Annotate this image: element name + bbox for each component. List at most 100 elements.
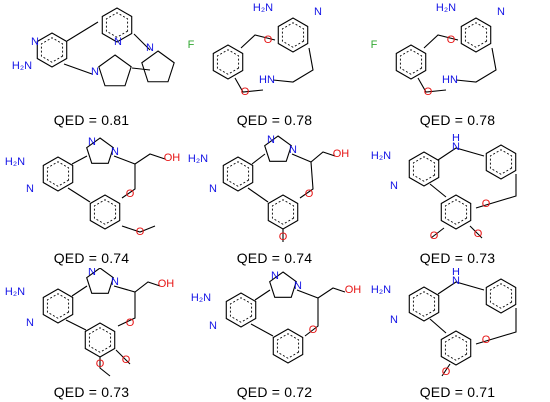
- n-bond-2: [63, 63, 93, 75]
- pyrazole-bond: [251, 153, 266, 165]
- qed-score-label: QED = 0.78: [419, 112, 496, 128]
- phenyl-ring-aromatic: [276, 333, 300, 359]
- ether-bridge: [423, 34, 459, 49]
- amine-label: H₂N: [5, 156, 25, 168]
- pyridine-n-label: N: [31, 36, 39, 48]
- amine-nh-label: HN: [442, 74, 458, 86]
- pyridine-n-label: N: [26, 183, 34, 195]
- oxy-linker: [234, 77, 264, 93]
- hydroxyl-label: OH: [164, 152, 181, 164]
- ether-chain: [299, 161, 314, 199]
- nh-label: N: [452, 141, 460, 153]
- pyrazole-ring: [264, 135, 292, 162]
- aminopyridine-ring: [408, 286, 440, 322]
- aminopyridine-ring: [42, 156, 74, 192]
- aminopyridine-ring-aromatic: [46, 161, 70, 187]
- amine-label: H₂N: [436, 2, 456, 14]
- fluorine-label: F: [188, 39, 195, 51]
- methoxyphenyl-ring-aromatic: [444, 335, 468, 361]
- methoxy-bond: [121, 225, 156, 233]
- biaryl-bond: [429, 318, 447, 334]
- pyrazole-ring: [269, 271, 297, 298]
- amine-label: H₂N: [5, 286, 25, 298]
- fluorophenyl-ring: [212, 44, 244, 80]
- phenyl-ring-aromatic: [489, 149, 513, 175]
- dimethoxyphenyl-ring: [440, 194, 472, 230]
- methoxy-o2-label: O: [474, 228, 483, 240]
- methoxyphenyl-ring: [440, 330, 472, 366]
- aminopyridine-ring-aromatic: [464, 22, 488, 48]
- ether-bridge: [240, 34, 276, 49]
- methoxyphenyl-ring-aromatic: [93, 199, 117, 225]
- aminopyridine-ring-aromatic: [412, 291, 436, 317]
- methoxy-o-label: O: [442, 366, 451, 378]
- pyrazole-n1-label: N: [267, 134, 275, 146]
- ether-o-label: O: [482, 334, 491, 346]
- methoxy-o-label: O: [136, 226, 145, 238]
- hydroxy-chain: [113, 281, 161, 293]
- qed-score-label: QED = 0.73: [53, 384, 130, 400]
- amine-label: H₂N: [371, 150, 391, 162]
- aminopyridine-ring-aromatic: [281, 22, 305, 48]
- qed-score-label: QED = 0.72: [236, 384, 313, 400]
- nh-label: N: [452, 275, 460, 287]
- amine-linker: [455, 47, 497, 83]
- ether-o-label: O: [126, 317, 135, 329]
- pyrazole-bond: [71, 155, 88, 165]
- pyrazole-ring: [86, 268, 114, 294]
- pyrazole-bond: [254, 289, 271, 301]
- oxy-linker: [417, 77, 447, 93]
- aminopyridine-ring-aromatic: [229, 297, 253, 323]
- aminopyridine-ring: [225, 292, 257, 328]
- methoxy-o1-label: O: [430, 230, 439, 242]
- pyrazole-ring: [86, 137, 114, 164]
- ether-o-label: O: [482, 198, 491, 210]
- ether-o-label: O: [264, 34, 273, 46]
- biaryl-bond: [250, 323, 274, 337]
- ether-o-label: O: [305, 188, 314, 200]
- pyridine-n2-label: N: [114, 36, 122, 48]
- ether-chain: [475, 174, 517, 209]
- methoxy-bond-1: [99, 357, 111, 377]
- ether-chain: [117, 292, 136, 327]
- biaryl-bond: [247, 187, 269, 203]
- phenyl-ring: [272, 328, 304, 364]
- central-pyridine-ring: [101, 7, 133, 43]
- aminopyridine-ring: [222, 156, 254, 192]
- hydroxyl-label: OH: [345, 284, 362, 296]
- nh-h-label: H: [452, 134, 460, 144]
- n-bond: [133, 33, 151, 51]
- pyrazole-n2-label: N: [289, 144, 297, 156]
- phenyl-ring-aromatic: [489, 283, 513, 309]
- pyrazole-n2-label: N: [294, 280, 302, 292]
- qed-score-label: QED = 0.81: [53, 112, 130, 128]
- methoxy-bond-2: [469, 225, 483, 239]
- pyridine-n-label: N: [314, 6, 322, 18]
- methoxyphenyl-ring-aromatic: [271, 199, 295, 225]
- methoxy-o-label: O: [279, 231, 288, 243]
- fluorophenyl-ring-aromatic: [399, 49, 423, 75]
- hydroxy-chain: [291, 151, 336, 163]
- pyridine-n-label: N: [390, 180, 398, 192]
- aminopyridine-ring-aromatic: [46, 293, 70, 319]
- pyrazole-bond: [71, 285, 88, 297]
- qed-score-label: QED = 0.78: [236, 112, 313, 128]
- aminopyridine-ring: [277, 17, 309, 53]
- amine-nh-label: HN: [259, 74, 275, 86]
- central-pyridine-ring-aromatic: [105, 12, 129, 38]
- qed-score-label: QED = 0.74: [236, 250, 313, 266]
- hydroxy-chain: [113, 153, 166, 165]
- amine-label: H₂N: [371, 284, 391, 296]
- hydroxy-chain: [296, 287, 346, 299]
- pyridine-n-label: N: [209, 183, 217, 195]
